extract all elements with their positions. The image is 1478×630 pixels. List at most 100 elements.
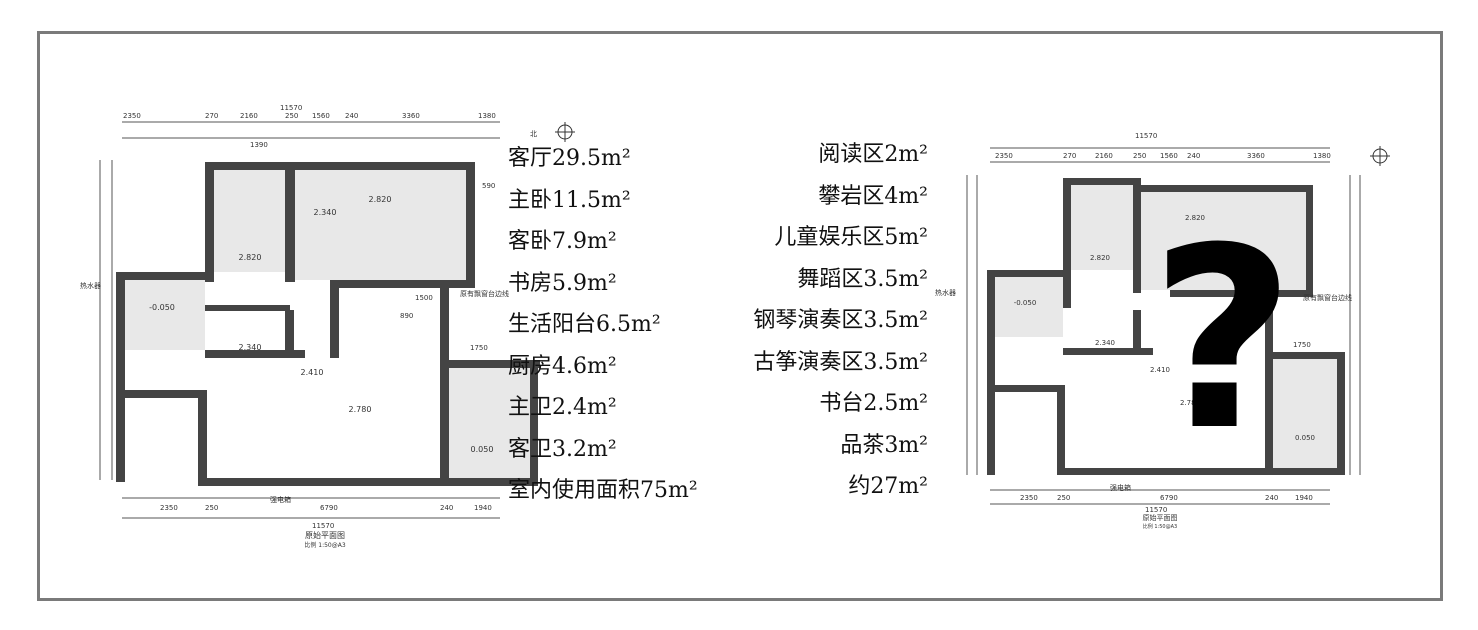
wall	[448, 478, 538, 486]
level: 2.410	[1150, 366, 1170, 374]
dim-label: 1380	[1313, 152, 1331, 160]
level: 0.050	[471, 445, 494, 454]
wall	[987, 270, 1071, 277]
area-item: 生活阳台6.5m²	[508, 312, 661, 337]
overall-width: 11570	[1135, 132, 1157, 140]
dim-label: 2160	[240, 112, 258, 120]
wall	[116, 272, 214, 280]
area-item: 客卧7.9m²	[508, 229, 617, 254]
wall	[530, 360, 538, 485]
dim-label: 240	[440, 504, 453, 512]
room-fill	[125, 280, 205, 350]
wall	[285, 162, 295, 282]
dim-label: 250	[285, 112, 298, 120]
overall-width-bottom: 11570	[312, 522, 334, 530]
area-item: 阅读区2m²	[818, 142, 928, 167]
area-item: 约27m²	[848, 474, 928, 499]
dim-label: 3360	[402, 112, 420, 120]
north-arrow	[1370, 146, 1390, 166]
wall	[1133, 310, 1141, 355]
dim-label: 2350	[123, 112, 141, 120]
level: 0.050	[1295, 434, 1315, 442]
dim-label: 1750	[1293, 341, 1311, 349]
north-arrow	[555, 122, 575, 142]
area-item: 书台2.5m²	[819, 391, 928, 416]
level: 2.820	[369, 195, 392, 204]
wall	[1272, 468, 1345, 475]
dim-label: 6790	[1160, 494, 1178, 502]
right-floor-plan: 2.820 2.820 -0.050 2.340 2.410 2.780 0.0…	[935, 132, 1390, 530]
cabinet-label: 强电箱	[270, 495, 291, 504]
dim-label: 270	[1063, 152, 1076, 160]
wall	[330, 288, 339, 358]
wall	[198, 478, 448, 486]
dim-label: 1560	[1160, 152, 1178, 160]
area-item: 书房5.9m²	[508, 270, 617, 296]
bay-window-label: 原有飘窗台边线	[1303, 293, 1352, 302]
level: 2.340	[239, 343, 262, 352]
area-item: 主卫2.4m²	[508, 395, 617, 420]
area-item: 古筝演奏区3.5m²	[753, 349, 928, 375]
level: 2.820	[1090, 254, 1110, 262]
area-item: 室内使用面积75m²	[508, 478, 698, 503]
right-area-list: 阅读区2m² 攀岩区4m² 儿童娱乐区5m² 舞蹈区3.5m² 钢琴演奏区3.5…	[753, 134, 928, 508]
wall	[1265, 290, 1273, 475]
dim-label: 250	[1057, 494, 1070, 502]
room-fill	[1141, 192, 1306, 290]
dim-label: 2350	[995, 152, 1013, 160]
plan-scale: 比例 1:50@A3	[304, 541, 345, 549]
dim-label: 890	[400, 312, 413, 320]
overall-width: 11570	[280, 104, 302, 112]
wall	[285, 310, 294, 358]
question-mark-overlay: ?	[1150, 194, 1296, 485]
area-item: 品茶3m²	[840, 432, 928, 458]
plan-title: 原始平面图	[1143, 513, 1178, 522]
wall	[205, 162, 290, 170]
level: 2.410	[301, 368, 324, 377]
dim-label: 1940	[474, 504, 492, 512]
wall	[290, 162, 475, 170]
dim-label: 240	[1187, 152, 1200, 160]
wall	[440, 360, 540, 368]
room-fill	[449, 368, 530, 478]
level: 2.820	[1185, 214, 1205, 222]
dim-label: 590	[482, 182, 495, 190]
cabinet-label: 强电箱	[1110, 483, 1131, 492]
area-item: 钢琴演奏区3.5m²	[753, 308, 928, 333]
wall	[205, 305, 290, 311]
wall	[1170, 290, 1313, 297]
dim-label: 1560	[312, 112, 330, 120]
overall-width-bottom: 11570	[1145, 506, 1167, 514]
area-item: 客厅29.5m²	[508, 146, 631, 171]
level: 2.780	[349, 405, 372, 414]
wall	[1057, 385, 1065, 475]
water-heater-label: 热水器	[935, 288, 956, 297]
dim-label: 240	[345, 112, 358, 120]
wall	[1337, 352, 1345, 475]
wall	[987, 385, 1065, 392]
dim-label: 3360	[1247, 152, 1265, 160]
room-fill	[1071, 185, 1133, 270]
level: -0.050	[1014, 299, 1037, 307]
dim-label: 2350	[1020, 494, 1038, 502]
level: 2.340	[314, 208, 337, 217]
room-fill	[295, 170, 466, 280]
area-item: 儿童娱乐区5m²	[774, 225, 928, 250]
room-fill	[1273, 359, 1337, 468]
plan-title: 原始平面图	[305, 530, 345, 540]
level: 2.820	[239, 253, 262, 262]
dim-label: 270	[205, 112, 218, 120]
level: 2.340	[1095, 339, 1115, 347]
dim-label: 1500	[415, 294, 433, 302]
wall	[1057, 468, 1272, 475]
room-fill	[995, 277, 1063, 337]
wall	[1133, 178, 1141, 293]
wall	[1063, 178, 1138, 185]
level: 2.780	[1180, 399, 1200, 407]
dim-label: 2350	[160, 504, 178, 512]
left-floor-plan: 2.820 2.340 2.820 -0.050 2.340 2.410 2.7…	[80, 104, 575, 549]
wall	[987, 270, 995, 475]
wall	[116, 272, 125, 482]
dim-label: 1940	[1295, 494, 1313, 502]
dim-label: 250	[1133, 152, 1146, 160]
